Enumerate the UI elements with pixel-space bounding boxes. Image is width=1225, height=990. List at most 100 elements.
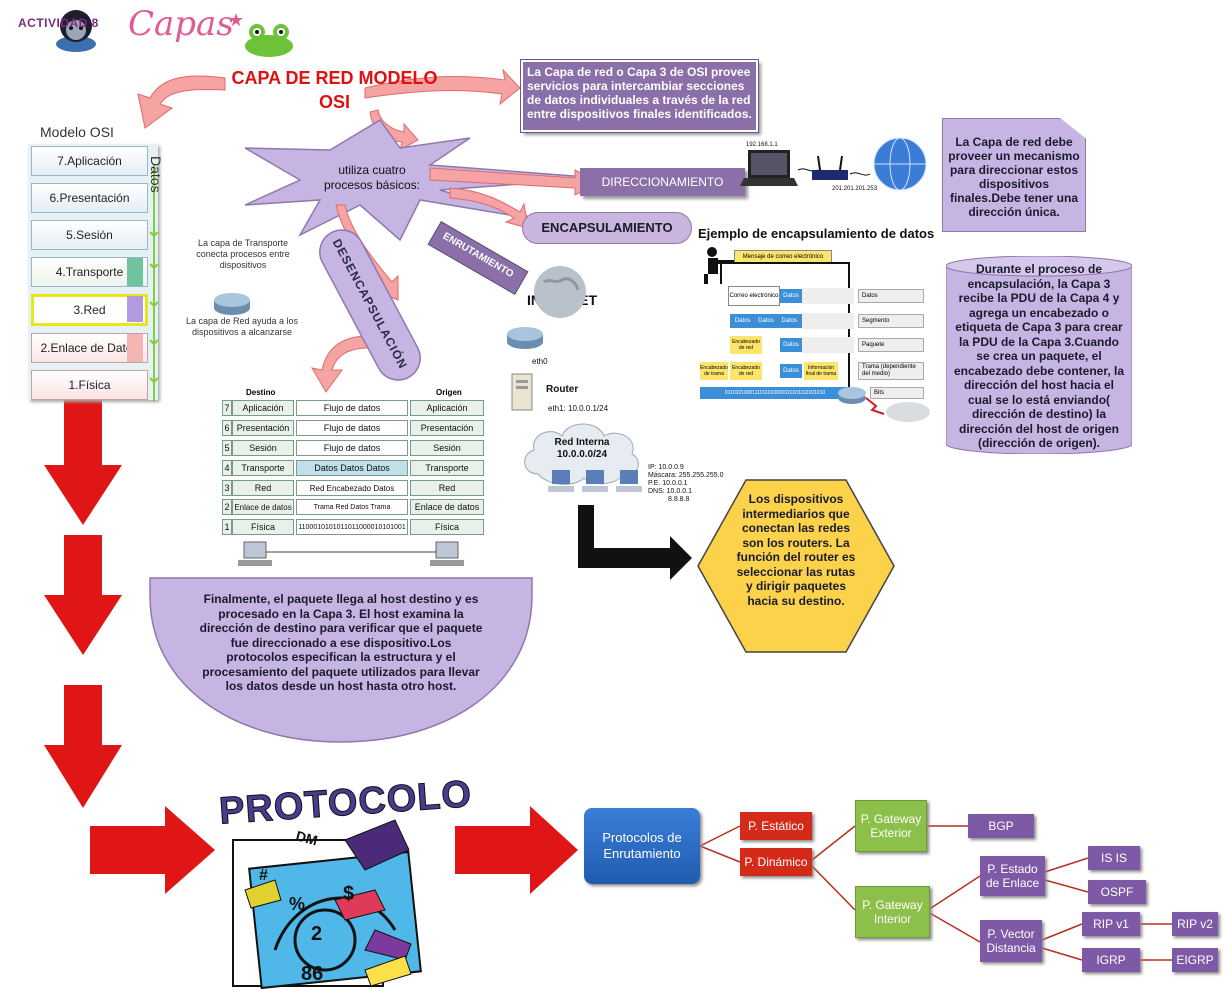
tree-bgp: BGP bbox=[968, 814, 1034, 838]
user-at-desk-icon bbox=[704, 247, 734, 284]
decap-note-shape: Finalmente, el paquete llega al host des… bbox=[148, 576, 534, 744]
decap-origen: Origen bbox=[436, 388, 462, 397]
internet-router-icon bbox=[507, 327, 543, 349]
svg-text:%: % bbox=[289, 894, 305, 914]
svg-text:#: # bbox=[259, 867, 268, 884]
tree-igrp: IGRP bbox=[1082, 948, 1140, 972]
decap-row-4-mid: Datos Datos Datos bbox=[296, 460, 408, 476]
encap-row3-label: Paquete bbox=[858, 338, 924, 352]
header-title: Capas bbox=[128, 4, 234, 44]
star-icon: ★ bbox=[228, 10, 245, 30]
osi-note-network: La capa de Red ayuda a los dispositivos … bbox=[185, 316, 299, 337]
decap-row-7-right: Aplicación bbox=[410, 400, 484, 416]
cylinder-shape bbox=[946, 256, 1132, 454]
decap-row-7-name: Aplicación bbox=[232, 400, 294, 416]
encap-row4-label: Trama (dependiente del medio) bbox=[858, 362, 924, 380]
ip-info-mask: Máscara: 255.255.255.0 bbox=[648, 472, 724, 479]
ip-right: 201.201.201.253 bbox=[832, 186, 878, 192]
header: ACTIVIDAD 8 Capas ★ bbox=[18, 4, 308, 57]
tree-vector-distancia: P. Vector Distancia bbox=[980, 920, 1042, 962]
decap-row-5-right: Sesión bbox=[410, 440, 484, 456]
decap-row-6: 6 Presentación Flujo de datos Presentaci… bbox=[222, 420, 486, 437]
svg-text:$: $ bbox=[343, 883, 354, 905]
decap-row-4-num: 4 bbox=[222, 460, 232, 476]
tree-root: Protocolos de Enrutamiento bbox=[584, 808, 700, 884]
osi-layer-6: 6.Presentación bbox=[31, 183, 148, 213]
osi-side-label: Datos bbox=[148, 156, 164, 193]
encap-row2-data: Datos Datos Datos bbox=[730, 314, 802, 328]
decap-row-4: 4 Transporte Datos Datos Datos Transport… bbox=[222, 460, 486, 477]
process-encapsulamiento: ENCAPSULAMIENTO bbox=[522, 212, 692, 244]
decap-row-5: 5 Sesión Flujo de datos Sesión bbox=[222, 440, 486, 457]
decap-note: Finalmente, el paquete llega al host des… bbox=[199, 592, 483, 693]
datalink-color-tab bbox=[127, 334, 143, 362]
frog-icon bbox=[245, 24, 293, 57]
decap-row-3: 3 Red Red Encabezado Datos Red bbox=[222, 480, 486, 497]
encap-row4-red: Encabezado de red bbox=[730, 362, 762, 380]
osi-layer-1: 1.Física bbox=[31, 370, 148, 400]
encap-row3-data: Datos bbox=[780, 338, 802, 352]
osi-layer-7: 7.Aplicación bbox=[31, 146, 148, 176]
decap-row-5-num: 5 bbox=[222, 440, 232, 456]
encap-row3-left: Encabezado de red bbox=[730, 336, 762, 354]
decap-row-6-right: Presentación bbox=[410, 420, 484, 436]
tree-ospf: OSPF bbox=[1088, 880, 1146, 904]
encap-note-cylinder: Durante el proceso de encapsulación, la … bbox=[946, 256, 1132, 454]
tree-interior: P. Gateway Interior bbox=[855, 886, 930, 938]
decap-row-7-mid: Flujo de datos bbox=[296, 400, 408, 416]
ip-info-dns2: 8.8.8.8 bbox=[668, 496, 690, 503]
decap-row-1-right: Física bbox=[410, 519, 484, 535]
encap-row1-data: Datos bbox=[780, 289, 802, 303]
tree-estado-enlace: P. Estado de Enlace bbox=[980, 856, 1045, 896]
intro-box: La Capa de red o Capa 3 de OSI provee se… bbox=[520, 59, 759, 133]
tree-estatico: P. Estático bbox=[740, 812, 812, 840]
decap-row-3-mid: Red Encabezado Datos bbox=[296, 480, 408, 496]
encap-row3-band bbox=[802, 337, 854, 353]
hexagon-shape bbox=[697, 479, 895, 653]
decap-row-1: 1 Física 1100010101011011000010101001 Fí… bbox=[222, 519, 486, 536]
internal-cloud-label: Red Interna 10.0.0.0/24 bbox=[554, 437, 610, 460]
process-direccionamiento: DIRECCIONAMIENTO bbox=[580, 168, 745, 196]
encap-row4-tail: Información final de trama bbox=[804, 362, 838, 380]
decap-row-7-num: 7 bbox=[222, 400, 232, 416]
tree-exterior: P. Gateway Exterior bbox=[855, 800, 927, 852]
decap-row-3-name: Red bbox=[232, 480, 294, 496]
decap-row-6-num: 6 bbox=[222, 420, 232, 436]
decap-row-5-name: Sesión bbox=[232, 440, 294, 456]
mascot-icon bbox=[56, 10, 96, 52]
svg-text:2: 2 bbox=[311, 923, 322, 945]
encap-diagram: Mensaje de correo electrónico Correo ele… bbox=[698, 244, 938, 424]
svg-text:DM: DM bbox=[294, 827, 319, 848]
ip-info-dns: DNS: 10.0.0.1 bbox=[648, 488, 692, 495]
ip-info: IP: 10.0.0.9 Máscara: 255.255.255.0 P.E.… bbox=[648, 464, 724, 504]
data-flow-line bbox=[149, 164, 159, 402]
decap-destino: Destino bbox=[246, 388, 276, 397]
clipart-shapes: # DM $ 2 86 % bbox=[232, 819, 422, 990]
router-icon bbox=[214, 293, 250, 315]
decap-row-4-right: Transporte bbox=[410, 460, 484, 476]
decap-row-2-num: 2 bbox=[222, 499, 232, 515]
encap-title: Ejemplo de encapsulamiento de datos bbox=[698, 226, 935, 241]
osi-model: Modelo OSI 7.Aplicación 6.Presentación 5… bbox=[28, 120, 178, 405]
network-color-tab bbox=[127, 296, 143, 322]
encap-row5-label: Bits bbox=[870, 387, 924, 399]
decap-row-1-num: 1 bbox=[222, 519, 232, 535]
transport-color-tab bbox=[127, 258, 143, 286]
decap-row-5-mid: Flujo de datos bbox=[296, 440, 408, 456]
decap-row-1-name: Física bbox=[232, 519, 294, 535]
encap-row1-left: Correo electrónico bbox=[728, 286, 780, 306]
encap-hline bbox=[734, 262, 850, 264]
tree-ripv1: RIP v1 bbox=[1082, 912, 1140, 936]
decap-pcs bbox=[238, 541, 464, 566]
encap-row1-label: Datos bbox=[858, 289, 924, 303]
eth0-label: eth0 bbox=[532, 357, 548, 366]
tree-eigrp: EIGRP bbox=[1172, 948, 1218, 972]
protocol-clipart: # DM $ 2 86 % PROTOCOLO bbox=[215, 773, 474, 990]
half-circle-shape bbox=[149, 577, 533, 743]
encap-row1-band bbox=[802, 288, 854, 304]
svg-text:86: 86 bbox=[301, 963, 323, 985]
osi-layer-5: 5.Sesión bbox=[31, 220, 148, 250]
encap-router-icon bbox=[838, 387, 930, 422]
encap-note: Durante el proceso de encapsulación, la … bbox=[953, 262, 1125, 450]
